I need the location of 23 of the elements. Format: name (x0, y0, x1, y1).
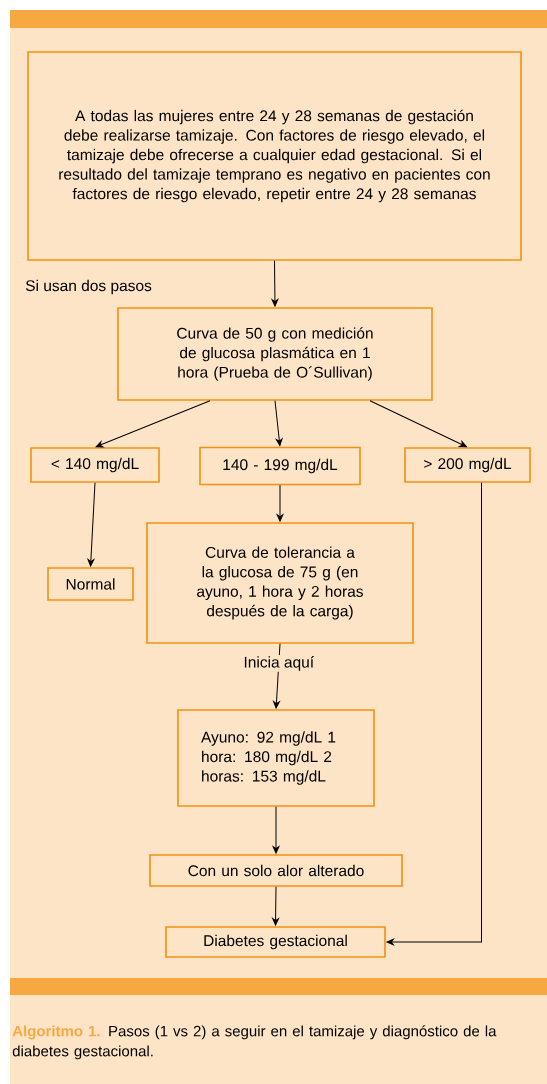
process-box: Curva de 50 g con medición de glucosa plasmática en 1 hora (Prueba de O´Sullivan) (117, 307, 433, 401)
arrow (272, 886, 279, 926)
caption: Algoritmo 1. Pasos (1 vs 2) a seguir en el tamizaje y diagnóstico de la diabetes gestacional. (12, 1025, 497, 1060)
process-box: A todas las mujeres entre 24 y 28 semanas de gestación debe realizarse tamizaje. Con factores de riesgo elevado, el tamizaje debe ofrecerse a cualquier edad gestacional. Si el resultado del tamizaje temprano es negativo en pacientes con factores de riesgo elevado, repetir entre 24 y 28 semanas (27, 51, 522, 261)
process-box: < 140 mg/dL (30, 447, 160, 483)
process-box: Curva de tolerancia a la glucosa de 75 g (en ayuno, 1 hora y 2 horas después de la carga) (146, 522, 414, 644)
arrow (272, 806, 280, 854)
arrow (95, 400, 211, 448)
arrow (386, 482, 482, 946)
process-box: Normal (47, 567, 134, 601)
arrow (273, 643, 281, 709)
edge-label: Inicia aquí (242, 655, 316, 672)
arrow (274, 400, 283, 446)
arrow (369, 400, 467, 448)
arrow (87, 482, 96, 567)
note-text: Si usan dos pasos (25, 279, 152, 295)
process-box: Diabetes gestacional (165, 926, 386, 958)
arrow (271, 260, 279, 307)
process-box: Ayuno: 92 mg/dL 1 hora: 180 mg/dL 2 horas: 153 mg/dL (177, 709, 375, 807)
arrow (276, 484, 284, 522)
process-box: 140 - 199 mg/dL (199, 446, 361, 486)
process-box: Con un solo alor alterado (149, 854, 403, 887)
process-box: > 200 mg/dL (404, 447, 531, 483)
